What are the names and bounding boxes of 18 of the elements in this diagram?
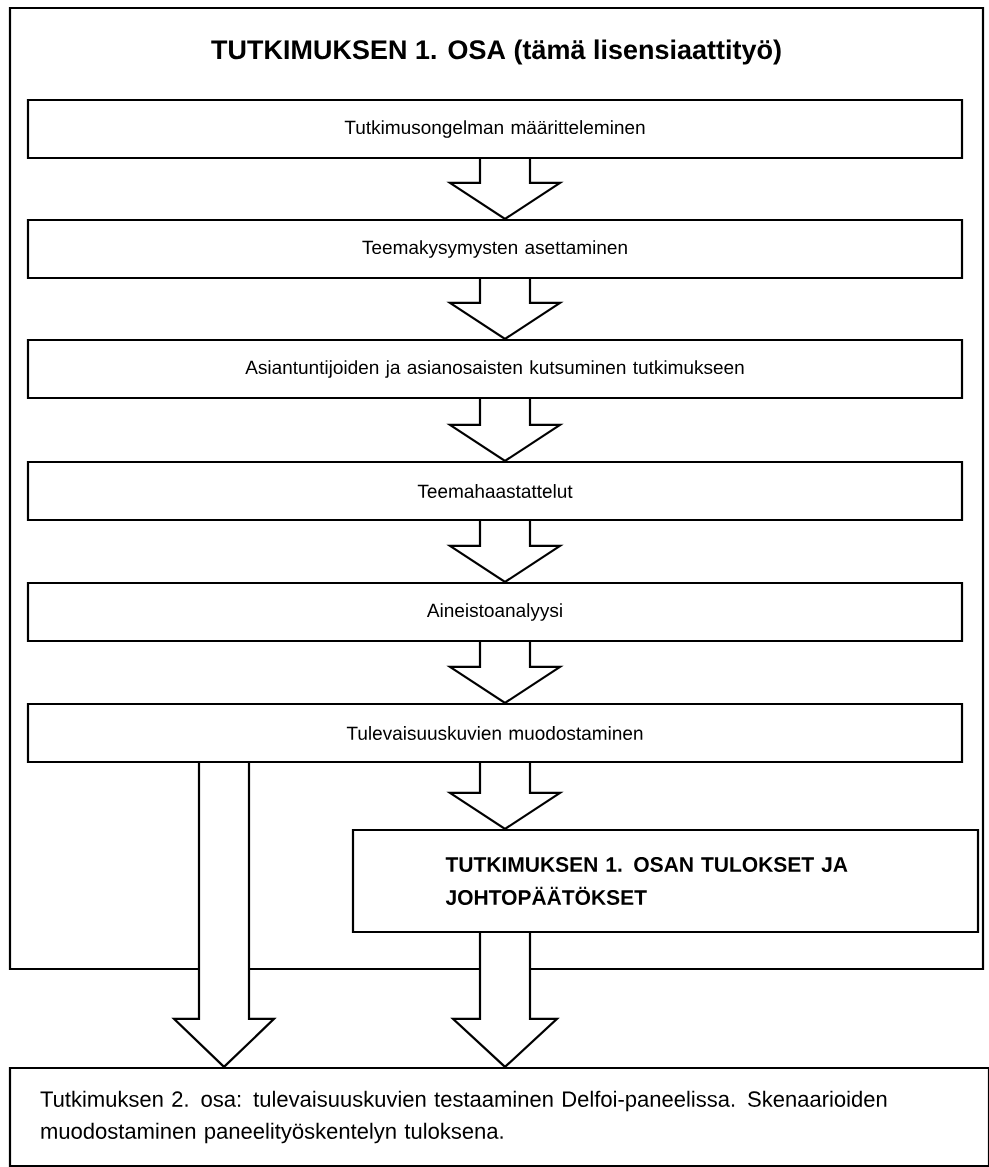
- block-arrow: [446, 398, 564, 463]
- block-arrow: [450, 932, 560, 1069]
- process-box: Teemahaastattelut: [26, 460, 964, 522]
- process-box: Tutkimusongelman määritteleminen: [26, 98, 964, 160]
- process-box: Aineistoanalyysi: [26, 581, 964, 643]
- block-arrow: [171, 762, 277, 1069]
- result-box: TUTKIMUKSEN 1. OSAN TULOKSET JA JOHTOPÄÄTÖKSET: [351, 828, 980, 934]
- block-arrow: [446, 520, 564, 584]
- block-arrow: [446, 278, 564, 341]
- process-box: Teemakysymysten asettaminen: [26, 218, 964, 280]
- heading: TUTKIMUKSEN 1. OSA (tämä lisensiaattityö): [211, 39, 781, 65]
- process-box: Tutkimuksen 2. osa: tulevaisuuskuvien testaaminen Delfoi-paneelissa. Skenaarioiden muodostaminen paneelityöskentelyn tuloksena.: [8, 1066, 989, 1167]
- group-frame: [8, 6, 985, 971]
- process-box: Asiantuntijoiden ja asianosaisten kutsuminen tutkimukseen: [26, 338, 964, 400]
- block-arrow: [446, 641, 564, 705]
- process-box: Tulevaisuuskuvien muodostaminen: [26, 702, 964, 764]
- block-arrow: [446, 762, 564, 831]
- block-arrow: [446, 158, 564, 221]
